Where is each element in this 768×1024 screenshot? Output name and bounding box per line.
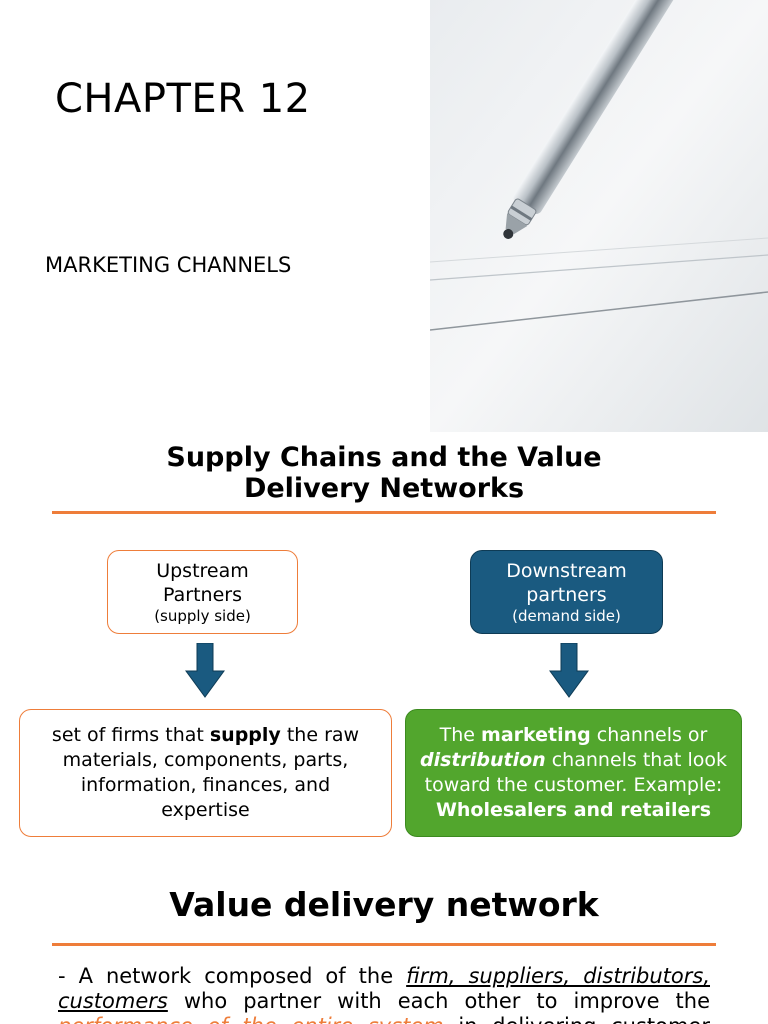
desc-text: the raw materials, components, parts, in… <box>62 724 360 821</box>
desc-text: set of firms that <box>51 724 210 746</box>
slide-title: Value delivery network <box>169 885 599 924</box>
upstream-description: set of firms that supply the raw materia… <box>34 723 377 823</box>
body-text: - A network composed of the <box>58 964 407 988</box>
value-network-slide: Value delivery network - A network compo… <box>0 864 768 1024</box>
title-slide: CHAPTER 12 MARKETING CHANNELS <box>0 0 768 432</box>
downstream-label-line-2: partners <box>526 583 607 606</box>
upstream-partners-box: Upstream Partners (supply side) <box>107 550 298 634</box>
upstream-label-line-1: Upstream <box>156 559 249 582</box>
downstream-note: (demand side) <box>512 606 621 625</box>
downstream-partners-box: Downstream partners (demand side) <box>470 550 663 634</box>
upstream-description-box: set of firms that supply the raw materia… <box>19 709 392 837</box>
slide-title: Supply Chains and the Value Delivery Net… <box>0 442 768 504</box>
title-divider <box>52 511 716 514</box>
desc-text: The <box>439 724 482 746</box>
desc-emphasis: distribution <box>419 749 546 771</box>
body-underlined: firm, suppliers, distributors, customers <box>58 964 710 1013</box>
upstream-note: (supply side) <box>154 606 251 625</box>
down-arrow-icon <box>549 643 589 698</box>
downstream-label-line-1: Downstream <box>506 559 627 582</box>
body-text: in delivering customer <box>444 1014 710 1024</box>
supply-chain-slide: Supply Chains and the Value Delivery Net… <box>0 432 768 864</box>
down-arrow-icon <box>185 643 225 698</box>
chapter-subtitle: MARKETING CHANNELS <box>45 253 292 277</box>
body-text: who partner with each other to improve t… <box>167 989 710 1013</box>
desc-example: Wholesalers and retailers <box>435 799 712 821</box>
desc-emphasis: supply <box>209 724 281 746</box>
upstream-label-line-2: Partners <box>163 583 242 606</box>
desc-emphasis: marketing <box>481 724 591 746</box>
desc-text: channels that look toward the customer. … <box>424 749 728 796</box>
body-highlight: performance of the entire system <box>58 1014 444 1024</box>
chapter-title: CHAPTER 12 <box>55 76 311 122</box>
slide-title-line-2: Delivery Networks <box>243 473 525 504</box>
slide-title-line-1: Supply Chains and the Value <box>166 442 602 473</box>
desc-text: channels or <box>590 724 708 746</box>
downstream-description: The marketing channels or distribution c… <box>414 723 733 823</box>
title-divider <box>52 943 716 946</box>
downstream-description-box: The marketing channels or distribution c… <box>405 709 742 837</box>
slide-body-text: - A network composed of the firm, suppli… <box>58 964 710 1024</box>
pen-photo <box>430 0 768 432</box>
